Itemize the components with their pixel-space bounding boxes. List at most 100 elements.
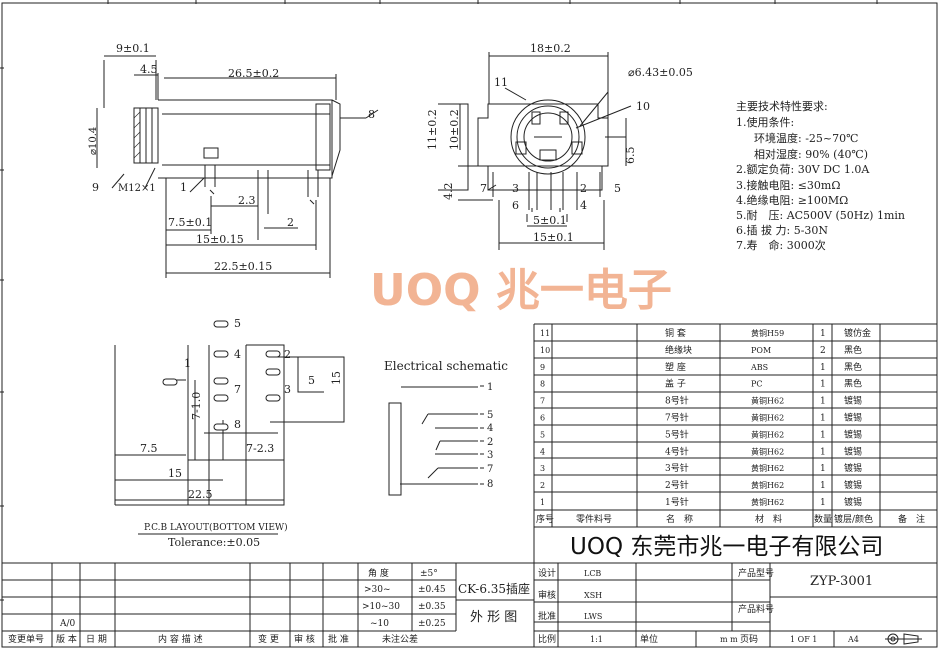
- dim-15-side: 15±0.1: [533, 231, 574, 244]
- tol-range-3: ~10: [370, 619, 389, 629]
- bom-cell: 1: [540, 498, 545, 507]
- bom-cell: 1: [820, 447, 826, 457]
- unit-label: 单位: [640, 633, 658, 645]
- pcb-pin-1: 1: [184, 357, 191, 370]
- tol-value-1: ±0.45: [418, 585, 446, 595]
- page-label: 页码: [740, 634, 758, 645]
- spec-title: 主要技术特性要求:: [736, 99, 828, 113]
- side-pin-3: 3: [512, 182, 519, 195]
- revision-version: A/0: [59, 619, 76, 629]
- tol-value-2: ±0.35: [418, 602, 446, 612]
- bom-cell: 镀锡: [844, 445, 862, 457]
- sch-pin-7: 7: [487, 464, 493, 475]
- bom-cell: 4: [540, 447, 545, 456]
- bom-cell: PC: [751, 380, 763, 389]
- review-value: XSH: [584, 591, 602, 600]
- sch-pin-5: 5: [487, 410, 493, 421]
- bom-cell: 2号针: [665, 479, 689, 491]
- approve-label: 批准: [538, 610, 556, 622]
- pcb-pin-2: 2: [284, 348, 291, 361]
- bom-cell: 塑 座: [665, 361, 686, 373]
- dim-2: 2: [287, 216, 294, 229]
- bom-cell: 黄铜H62: [751, 497, 784, 507]
- schematic-title: Electrical schematic: [384, 359, 508, 373]
- bom-cell: 8号针: [665, 395, 689, 407]
- spec-line-5: 3.接触电阻: ≤30mΩ: [736, 178, 840, 192]
- bom-cell: 绝缘块: [665, 344, 692, 356]
- bom-cell: 1: [820, 464, 826, 474]
- dim-2-3: 2.3: [238, 194, 256, 207]
- rev-header-date: 日 期: [86, 634, 107, 645]
- bom-header-note: 备 注: [898, 513, 925, 525]
- rev-header-review: 审 核: [294, 633, 315, 645]
- bom-cell: 3号针: [665, 462, 689, 474]
- bom-header-qty: 数量: [814, 513, 832, 525]
- tol-unmarked: 未注公差: [382, 633, 418, 645]
- approve-value: LWS: [584, 612, 602, 621]
- spec-line-1: 1.使用条件:: [736, 115, 794, 129]
- bom-cell: 黄铜H62: [751, 480, 784, 490]
- callout-1: 1: [180, 181, 187, 194]
- side-pin-5: 5: [614, 182, 621, 195]
- bom-cell: 1: [820, 329, 826, 339]
- side-pin-10: 10: [636, 100, 650, 113]
- bom-cell: 1: [820, 380, 826, 390]
- bom-cell: 5号针: [665, 428, 689, 440]
- bom-cell: 1: [820, 363, 826, 373]
- sch-pin-3: 3: [487, 450, 493, 461]
- dim-7-5: 7.5±0.1: [168, 216, 212, 229]
- paper-size: A4: [847, 635, 859, 644]
- callout-8: 8: [368, 108, 375, 121]
- pcb-dim-22-5: 22.5: [188, 488, 213, 501]
- dim-dia-10-4: ⌀10.4: [88, 127, 99, 155]
- bom-header-material: 材 料: [755, 513, 782, 525]
- bom-header-plating: 镀层/颜色: [834, 513, 873, 525]
- bom-cell: 镀锡: [844, 428, 862, 440]
- bom-cell: 镀锡: [844, 496, 862, 508]
- rev-header-change: 变更单号: [8, 633, 44, 645]
- bom-cell: 黑色: [844, 344, 862, 356]
- design-label: 设计: [538, 567, 556, 579]
- pcb-pin-3: 3: [284, 383, 291, 396]
- bom-cell: 1: [820, 430, 826, 440]
- bom-cell: ABS: [750, 363, 768, 372]
- spec-line-3: 相对湿度: 90% (40℃): [754, 147, 868, 161]
- dim-26-5: 26.5±0.2: [228, 67, 279, 80]
- pcb-tolerance: Tolerance:±0.05: [168, 536, 260, 549]
- dim-4-5: 4.5: [140, 63, 158, 76]
- pcb-dim-7-5: 7.5: [140, 442, 158, 455]
- bom-cell: 镀锡: [844, 479, 862, 491]
- bom-cell: 黄铜H59: [751, 328, 784, 338]
- bom-cell: 2: [820, 346, 826, 356]
- thread-m12: M12×1: [118, 183, 156, 194]
- bom-cell: 2: [540, 481, 545, 490]
- bom-cell: 铜 套: [665, 327, 686, 339]
- pcb-dim-15: 15: [330, 371, 343, 385]
- dim-4-2: 4.2: [442, 183, 455, 201]
- spec-line-9: 7.寿 命: 3000次: [736, 238, 826, 252]
- spec-line-2: 环境温度: -25~70℃: [754, 131, 858, 145]
- bom-cell: 8: [540, 380, 545, 389]
- bom-cell: 1: [820, 498, 826, 508]
- side-pin-7: 7: [480, 182, 487, 195]
- bom-cell: 1: [820, 414, 826, 424]
- tol-angle-value: ±5°: [420, 569, 438, 579]
- pcb-dim-5: 5: [308, 374, 315, 387]
- spec-line-7: 5.耐 压: AC500V (50Hz) 1min: [736, 209, 905, 222]
- rev-header-modify: 变 更: [258, 633, 279, 645]
- dim-5-side: 5±0.1: [533, 214, 567, 227]
- pcb-pin-8: 8: [234, 418, 241, 431]
- pcb-dim-7-2-3: 7-2.3: [246, 442, 274, 455]
- bom-cell: 黑色: [844, 378, 862, 390]
- bom-cell: 11: [540, 329, 550, 338]
- bom-cell: 镀锡: [844, 462, 862, 474]
- bom-cell: 黄铜H62: [751, 413, 784, 423]
- bom-header-no: 序号: [536, 513, 554, 525]
- bom-cell: 1: [820, 481, 826, 491]
- pcb-pin-7: 7: [234, 383, 241, 396]
- dim-22-5: 22.5±0.15: [214, 260, 272, 273]
- bom-cell: 黄铜H62: [751, 446, 784, 456]
- pcb-caption: P.C.B LAYOUT(BOTTOM VIEW): [144, 522, 288, 533]
- bom-cell: 1: [820, 397, 826, 407]
